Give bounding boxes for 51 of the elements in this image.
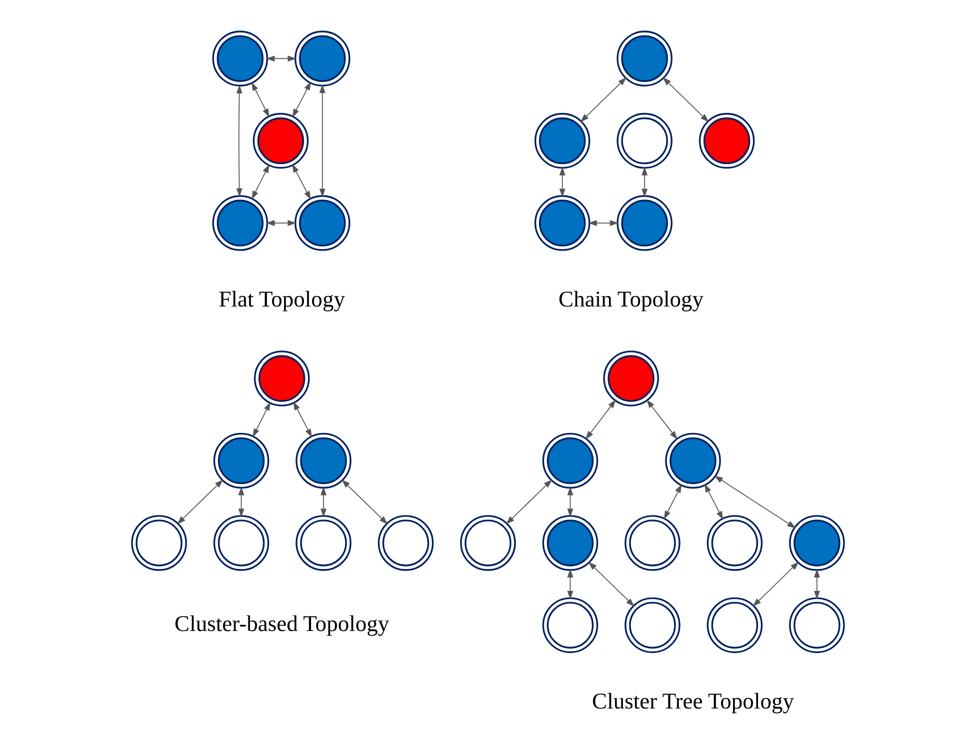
arrow bbox=[177, 478, 224, 524]
arrow bbox=[252, 82, 270, 117]
node-circle bbox=[624, 514, 680, 570]
node-circle bbox=[294, 30, 350, 86]
arrow bbox=[567, 568, 574, 599]
arrow bbox=[252, 164, 270, 199]
arrow bbox=[580, 76, 626, 122]
node-circle bbox=[542, 596, 598, 653]
node-circle bbox=[665, 432, 721, 488]
label: Cluster-based Topology bbox=[174, 610, 390, 636]
arrow bbox=[642, 166, 648, 197]
arrow bbox=[588, 220, 618, 226]
node-circle bbox=[252, 112, 309, 168]
node-circle bbox=[212, 30, 268, 86]
arrow bbox=[320, 486, 327, 517]
node-circle bbox=[212, 194, 268, 250]
arrow bbox=[662, 76, 709, 122]
node-circle bbox=[296, 514, 352, 570]
arrow bbox=[664, 484, 682, 519]
arrow bbox=[292, 81, 311, 118]
arrow bbox=[567, 486, 574, 517]
arrow bbox=[319, 84, 326, 197]
arrow bbox=[266, 220, 296, 226]
node-circle bbox=[254, 350, 310, 406]
arrow bbox=[292, 163, 311, 200]
arrow bbox=[506, 478, 552, 524]
node-circle bbox=[616, 112, 672, 168]
arrow bbox=[238, 486, 244, 517]
arrow bbox=[559, 166, 566, 197]
arrow bbox=[342, 478, 388, 524]
node-circle bbox=[294, 194, 350, 250]
arrow bbox=[266, 55, 296, 62]
node-circle bbox=[603, 350, 659, 406]
arrow bbox=[646, 399, 678, 440]
node-circle bbox=[789, 596, 845, 653]
arrow bbox=[704, 483, 724, 520]
arrow bbox=[293, 401, 312, 437]
arrow bbox=[814, 568, 820, 599]
label: Chain Topology bbox=[558, 286, 704, 311]
arrow bbox=[588, 561, 634, 606]
node-circle bbox=[213, 514, 270, 570]
node-circle bbox=[616, 194, 672, 250]
arrow bbox=[714, 475, 796, 528]
node-circle bbox=[534, 194, 590, 250]
arrow bbox=[586, 399, 616, 440]
label: Cluster Tree Topology bbox=[592, 688, 794, 714]
arrow bbox=[252, 401, 271, 437]
label: Flat Topology bbox=[218, 286, 345, 311]
arrow bbox=[236, 84, 242, 196]
arrow bbox=[752, 561, 799, 606]
node-circle bbox=[706, 514, 763, 570]
